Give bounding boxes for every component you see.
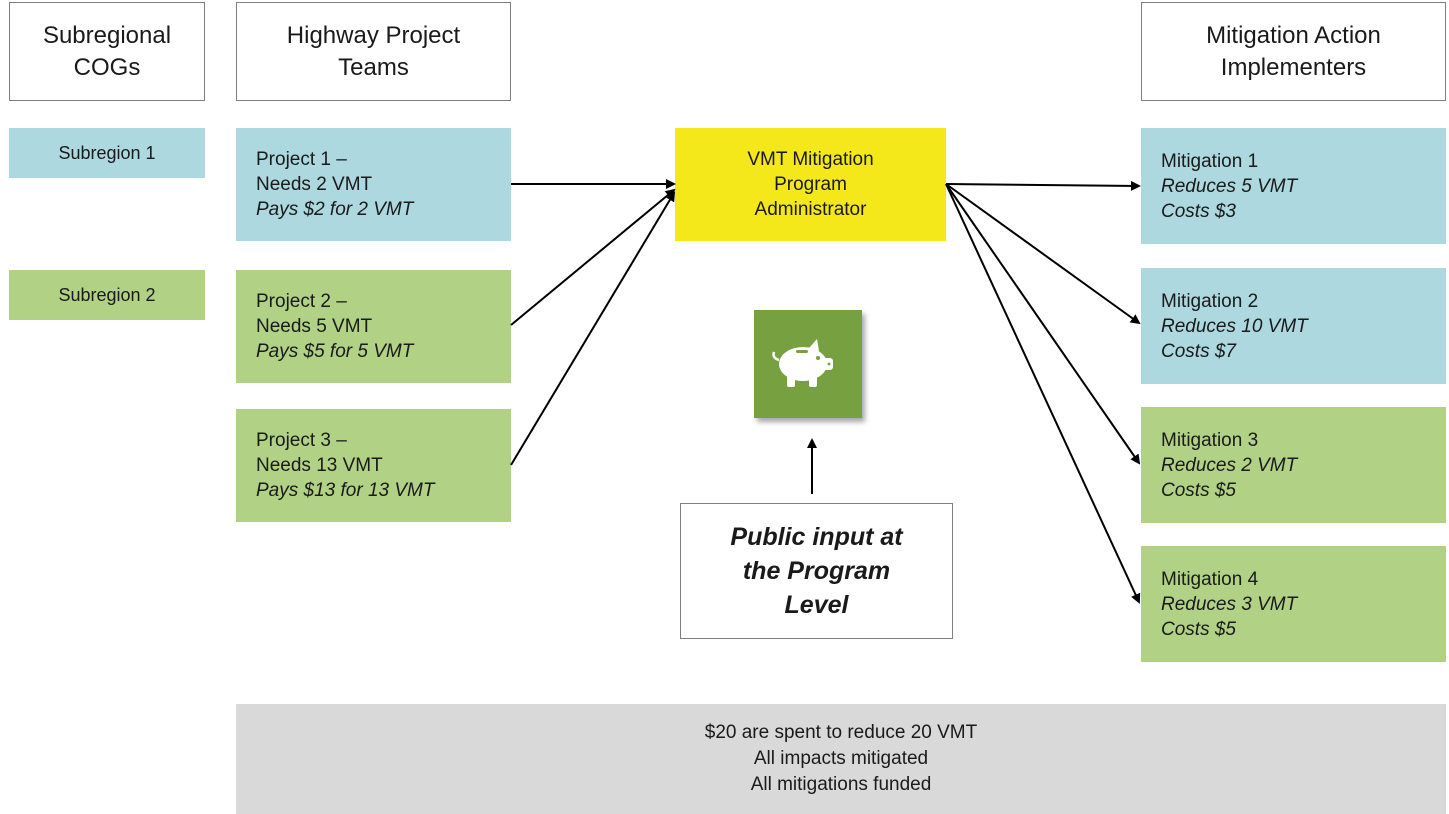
subregion-2-label: Subregion 2 bbox=[58, 284, 156, 305]
public-input-line-1: Public input at bbox=[730, 523, 903, 551]
arrow-admin-to-mitigation-2 bbox=[945, 183, 1141, 325]
arrow-admin-to-mitigation-3 bbox=[945, 183, 1141, 465]
project-3: Project 3 – Needs 13 VMT Pays $13 for 13… bbox=[236, 409, 511, 522]
project-2-needs: Needs 5 VMT bbox=[256, 316, 373, 337]
arrow-project-3-to-admin bbox=[510, 191, 676, 466]
summary-line-3: All mitigations funded bbox=[750, 774, 932, 795]
project-1-needs: Needs 2 VMT bbox=[256, 174, 373, 195]
project-1-title: Project 1 – bbox=[256, 149, 347, 170]
mitigation-3: Mitigation 3 Reduces 2 VMT Costs $5 bbox=[1141, 407, 1446, 523]
header-cogs-line-1: Subregional bbox=[42, 21, 172, 49]
header-implementers-line-1: Mitigation Action bbox=[1206, 21, 1381, 49]
summary-line-1: $20 are spent to reduce 20 VMT bbox=[704, 722, 978, 743]
mitigation-2-costs: Costs $7 bbox=[1161, 340, 1236, 362]
administrator-line-1: VMT Mitigation bbox=[747, 149, 874, 170]
project-1: Project 1 – Needs 2 VMT Pays $2 for 2 VM… bbox=[236, 128, 511, 241]
header-implementers-line-2: Implementers bbox=[1220, 53, 1367, 81]
summary-bar: $20 are spent to reduce 20 VMT All impac… bbox=[236, 704, 1446, 814]
mitigation-1-reduces: Reduces 5 VMT bbox=[1161, 175, 1298, 197]
mitigation-3-reduces: Reduces 2 VMT bbox=[1161, 454, 1298, 476]
administrator-line-3: Administrator bbox=[754, 199, 867, 220]
program-administrator: VMT Mitigation Program Administrator bbox=[675, 128, 946, 241]
piggy-bank-icon bbox=[772, 339, 833, 387]
subregion-2: Subregion 2 bbox=[9, 270, 205, 320]
administrator-line-2: Program bbox=[774, 174, 847, 195]
mitigation-4-costs: Costs $5 bbox=[1161, 618, 1236, 640]
project-2-pays: Pays $5 for 5 VMT bbox=[256, 341, 414, 362]
public-input-line-2: the Program bbox=[742, 557, 891, 585]
public-input-line-3: Level bbox=[784, 591, 849, 619]
public-input: Public input at the Program Level bbox=[680, 503, 953, 639]
project-3-title: Project 3 – bbox=[256, 430, 347, 451]
mitigation-2: Mitigation 2 Reduces 10 VMT Costs $7 bbox=[1141, 268, 1446, 384]
mitigation-3-title: Mitigation 3 bbox=[1161, 429, 1259, 451]
mitigation-4: Mitigation 4 Reduces 3 VMT Costs $5 bbox=[1141, 546, 1446, 662]
funding-pool bbox=[754, 310, 862, 418]
mitigation-1-costs: Costs $3 bbox=[1161, 200, 1236, 222]
project-3-pays: Pays $13 for 13 VMT bbox=[256, 480, 435, 501]
project-2: Project 2 – Needs 5 VMT Pays $5 for 5 VM… bbox=[236, 270, 511, 383]
mitigation-4-title: Mitigation 4 bbox=[1161, 568, 1259, 590]
subregion-1: Subregion 1 bbox=[9, 128, 205, 178]
arrow-admin-to-mitigation-4 bbox=[945, 183, 1141, 604]
mitigation-2-title: Mitigation 2 bbox=[1161, 290, 1259, 312]
header-teams-line-2: Teams bbox=[338, 53, 409, 81]
header-mitigation-implementers: Mitigation Action Implementers bbox=[1141, 2, 1446, 101]
mitigation-2-reduces: Reduces 10 VMT bbox=[1161, 315, 1308, 337]
header-highway-project-teams: Highway Project Teams bbox=[236, 2, 511, 101]
project-1-pays: Pays $2 for 2 VMT bbox=[256, 199, 414, 220]
arrow-project-2-to-admin bbox=[510, 188, 676, 326]
header-teams-line-1: Highway Project bbox=[286, 21, 461, 49]
mitigation-1-title: Mitigation 1 bbox=[1161, 150, 1259, 172]
mitigation-1: Mitigation 1 Reduces 5 VMT Costs $3 bbox=[1141, 128, 1446, 244]
arrow-admin-to-mitigation-1 bbox=[945, 180, 1141, 191]
header-cogs-line-2: COGs bbox=[73, 53, 141, 81]
subregion-1-label: Subregion 1 bbox=[58, 142, 156, 163]
summary-line-2: All impacts mitigated bbox=[753, 748, 929, 769]
project-2-title: Project 2 – bbox=[256, 291, 347, 312]
header-subregional-cogs: Subregional COGs bbox=[9, 2, 205, 101]
mitigation-3-costs: Costs $5 bbox=[1161, 479, 1236, 501]
project-3-needs: Needs 13 VMT bbox=[256, 455, 383, 476]
mitigation-4-reduces: Reduces 3 VMT bbox=[1161, 593, 1298, 615]
